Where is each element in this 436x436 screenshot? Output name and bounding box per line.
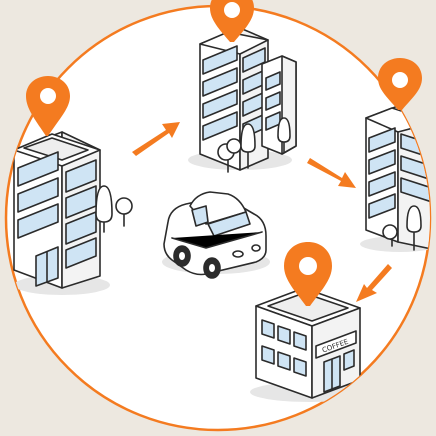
tree-icon — [240, 123, 256, 169]
tree-icon — [95, 185, 113, 233]
location-pin-icon — [210, 0, 254, 42]
route-arrow-icon — [307, 158, 356, 188]
office-tower-right — [360, 105, 430, 252]
location-pin-icon — [26, 76, 70, 136]
office-tower-top — [188, 27, 297, 173]
location-pin-icon — [284, 242, 332, 306]
route-arrow-icon — [132, 122, 180, 156]
coffee-shop: COFFEE — [250, 287, 370, 402]
office-building-left — [13, 131, 133, 295]
tree-icon — [382, 224, 398, 247]
route-arrow-icon — [356, 264, 392, 302]
location-pin-icon — [378, 58, 422, 110]
car-icon — [162, 191, 270, 279]
tree-icon — [115, 197, 133, 227]
tree-icon — [277, 117, 291, 153]
tree-icon — [406, 205, 422, 251]
